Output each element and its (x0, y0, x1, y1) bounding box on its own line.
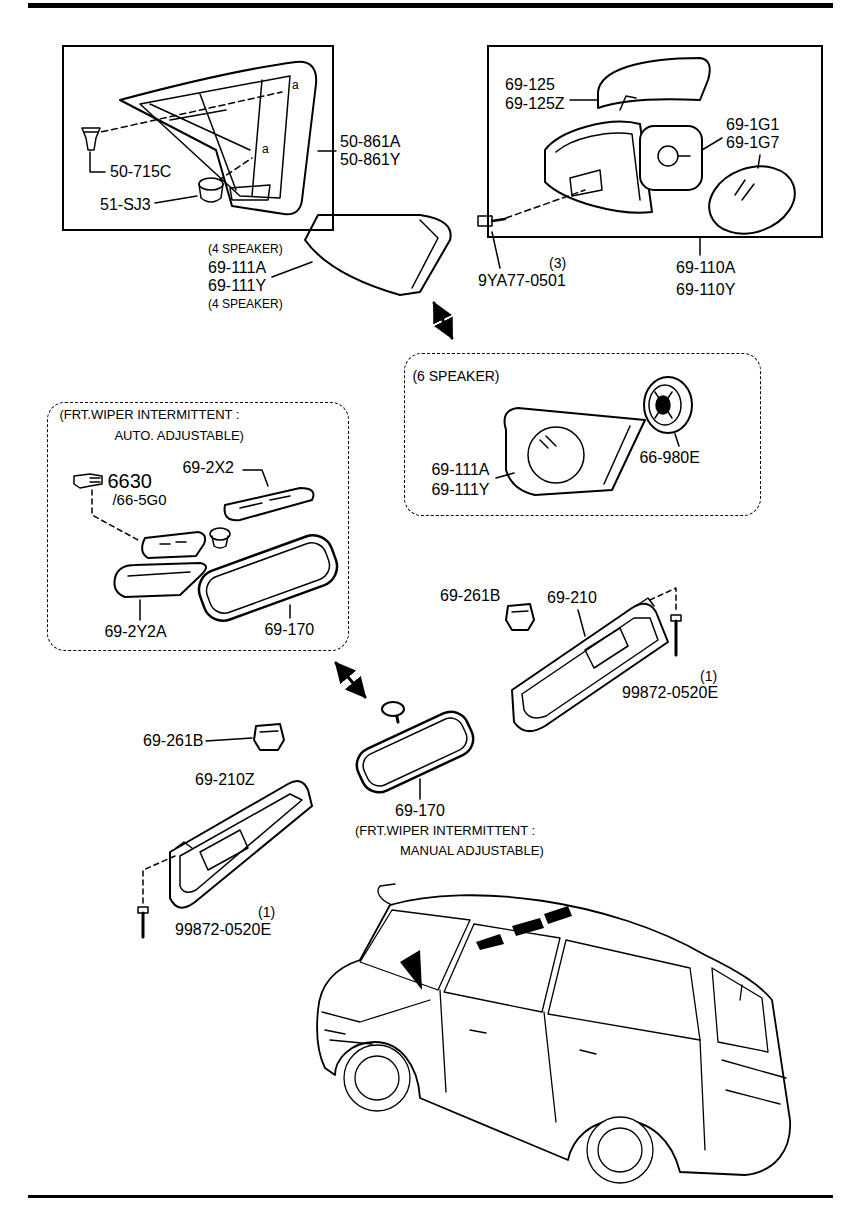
part-number: 50-861A (340, 133, 401, 151)
note: (1) (258, 905, 275, 920)
sensor-cover (114, 563, 206, 597)
part-number: 51-SJ3 (100, 196, 151, 214)
speaker (644, 377, 692, 433)
note: (1) (700, 669, 717, 684)
part-number: 69-1G7 (726, 134, 779, 152)
leader-line (699, 238, 701, 255)
leader-line (578, 610, 585, 636)
option-group-box: (6 SPEAKER) 69-111A 69-111Y 66-980E (404, 353, 761, 516)
leader-line (675, 434, 679, 446)
screw (478, 190, 585, 226)
note: (4 SPEAKER) (208, 243, 283, 256)
sun-visor (143, 781, 312, 908)
rain-sensor (225, 488, 314, 520)
part-number: 69-170 (264, 621, 314, 639)
part-number: 69-111Y (208, 277, 266, 295)
leader-line (496, 473, 514, 478)
part-number: 69-125Z (505, 95, 565, 113)
note: (3) (549, 256, 566, 271)
part-number: 50-861Y (340, 151, 401, 169)
part-number: a (292, 79, 299, 92)
leader-line (155, 196, 197, 203)
alternative-arrow (434, 303, 452, 338)
part-number: a (262, 143, 269, 156)
visor-clip (254, 724, 284, 750)
group-heading: (6 SPEAKER) (412, 369, 499, 384)
sun-visor (512, 588, 676, 731)
quarter-trim (92, 62, 316, 214)
part-number: 99872-0520E (175, 921, 271, 939)
leader-line (90, 152, 105, 172)
leader-line (702, 138, 722, 150)
leader-line (243, 470, 268, 486)
page-rule (28, 1195, 833, 1198)
garnish-panel (505, 408, 646, 495)
leader-line (419, 779, 421, 799)
leader-line (289, 605, 291, 618)
part-number: 69-1G1 (726, 116, 779, 134)
vehicle-outline (317, 884, 790, 1183)
note: (4 SPEAKER) (208, 298, 283, 311)
part-number: 6630 (107, 470, 152, 492)
leader-line (570, 99, 597, 101)
part-number: 69-111A (431, 461, 489, 479)
part-number: 69-210Z (195, 771, 255, 789)
part-number: 69-110Y (676, 281, 735, 299)
part-group-box: a a 50-715C 51-SJ3 (62, 45, 334, 231)
part-number: 99872-0520E (622, 684, 718, 702)
door-mirror (545, 58, 804, 245)
leader-line (272, 262, 312, 277)
part-group-box: 69-12569-125Z 69-1G169-1G7 (487, 45, 823, 238)
alternative-arrow (336, 663, 365, 697)
option-group-box: (FRT.WIPER INTERMITTENT : AUTO. ADJUSTAB… (47, 402, 349, 651)
leader-line (758, 155, 760, 168)
part-number: 50-715C (110, 163, 171, 181)
leader-line (139, 600, 141, 620)
note: (FRT.WIPER INTERMITTENT : MANUAL ADJUSTA… (355, 821, 560, 863)
part-number: 69-111Y (431, 481, 489, 499)
part-number: /66-5G0 (112, 492, 166, 509)
screw (138, 907, 148, 937)
group-heading: (FRT.WIPER INTERMITTENT : AUTO. ADJUSTAB… (59, 405, 264, 447)
part-number: 69-110A (676, 259, 735, 277)
visor-clip (506, 604, 534, 630)
clip (82, 128, 223, 202)
part-number: 69-261B (440, 587, 501, 605)
part-number: 69-111A (208, 259, 266, 277)
sensor-base (142, 528, 230, 558)
part-number: 69-125 (505, 76, 555, 94)
page-rule (28, 3, 833, 8)
rearview-mirror (193, 530, 342, 627)
part-number: 66-980E (639, 449, 700, 467)
screw (671, 615, 681, 655)
part-number: 69-210 (547, 589, 597, 607)
part-number: 69-2X2 (182, 459, 234, 477)
part-number: 9YA77-0501 (478, 272, 566, 290)
leader-line (206, 738, 252, 741)
garnish-panel (305, 215, 451, 295)
rearview-mirror (351, 702, 479, 798)
part-number: 69-261B (143, 732, 204, 750)
part-number: 69-2Y2A (104, 623, 166, 641)
part-number: 69-170 (395, 802, 445, 820)
